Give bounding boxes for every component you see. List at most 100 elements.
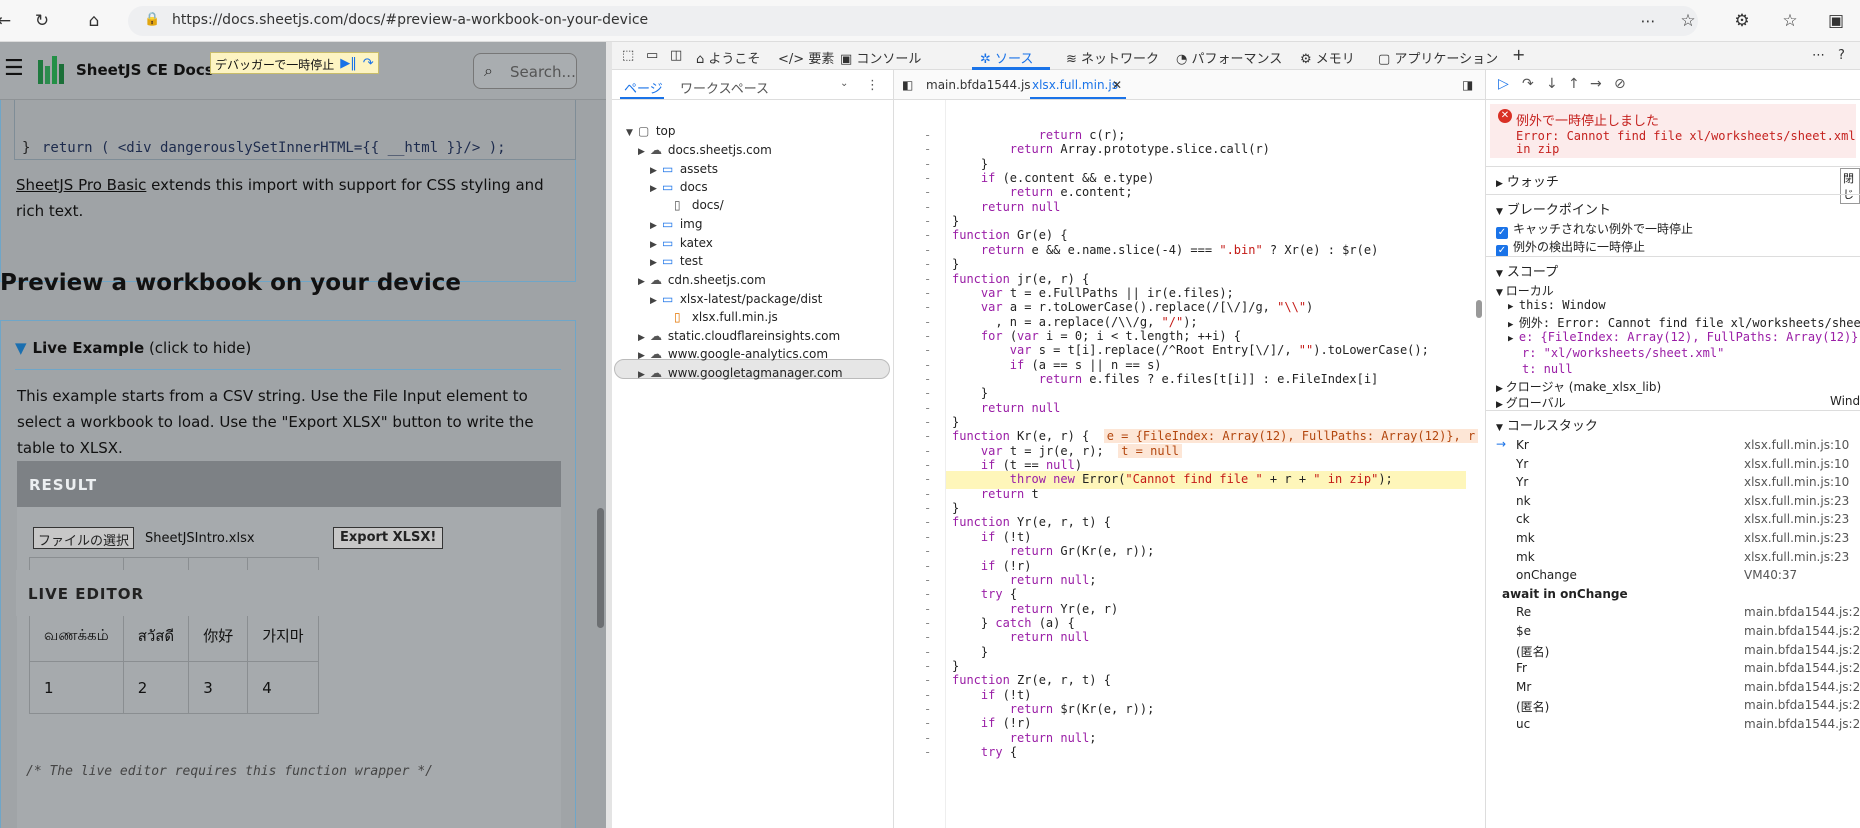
tab-page[interactable]: ページ: [624, 82, 663, 97]
search-input[interactable]: ⌕ Search...: [473, 53, 577, 89]
gutter-marker[interactable]: -: [924, 515, 932, 530]
tree-item-folder[interactable]: ▶▭ img: [650, 217, 703, 231]
gutter-marker[interactable]: -: [924, 429, 932, 444]
gutter-marker[interactable]: -: [924, 644, 932, 659]
gutter-marker[interactable]: -: [924, 314, 932, 329]
tab-workspace[interactable]: ワークスペース: [680, 82, 770, 97]
gutter-marker[interactable]: -: [924, 185, 932, 200]
code-line[interactable]: }: [952, 415, 960, 429]
gutter-marker[interactable]: -: [924, 630, 932, 645]
chevron-down-icon[interactable]: ⌄: [840, 78, 849, 89]
menu-icon[interactable]: ☰: [4, 56, 24, 81]
scope-closure[interactable]: ▶ クロージャ (make_xlsx_lib): [1496, 380, 1662, 394]
gutter-marker[interactable]: -: [924, 242, 932, 257]
gutter-marker[interactable]: -: [924, 328, 932, 343]
gutter-marker[interactable]: -: [924, 544, 932, 559]
code-line[interactable]: if (!t): [980, 529, 1032, 544]
gutter-marker[interactable]: -: [924, 228, 932, 243]
frame-location[interactable]: xlsx.full.min.js:10: [1744, 456, 1850, 471]
gutter-marker[interactable]: -: [924, 300, 932, 315]
code-line[interactable]: if (!r): [980, 716, 1032, 731]
scope-t[interactable]: t: null: [1522, 362, 1573, 376]
code-line[interactable]: var s = t[i].replace(/^Root Entry[\/]/, …: [1009, 343, 1429, 358]
devtools-splitter[interactable]: [606, 42, 612, 828]
scope-local[interactable]: ▼ ローカル: [1496, 284, 1554, 298]
reload-icon[interactable]: ↻: [34, 11, 50, 31]
gutter-marker[interactable]: -: [924, 415, 932, 429]
code-line[interactable]: return $r(Kr(e, r));: [1009, 702, 1155, 716]
gutter-marker[interactable]: -: [924, 271, 932, 286]
gutter-marker[interactable]: -: [924, 702, 932, 716]
tab-application[interactable]: ▢ アプリケーション: [1378, 52, 1499, 67]
frame-location[interactable]: main.bfda1544.js:2: [1744, 679, 1860, 694]
frame-location[interactable]: main.bfda1544.js:2: [1744, 642, 1860, 657]
page-scrollbar[interactable]: [597, 508, 604, 628]
code-line[interactable]: var t = jr(e, r); t = null: [952, 443, 1182, 461]
frame-location[interactable]: VM40:37: [1744, 568, 1798, 583]
pause-caught-checkbox[interactable]: ✓例外の検出時に一時停止: [1496, 240, 1646, 257]
gutter-marker[interactable]: -: [924, 128, 932, 142]
tree-item-domain[interactable]: ▶☁ www.google-analytics.com: [638, 347, 829, 361]
code-line[interactable]: return null;: [1009, 572, 1097, 587]
editor-scrollbar[interactable]: [1476, 124, 1484, 824]
more-icon[interactable]: ⋯: [1812, 48, 1825, 63]
code-line[interactable]: function jr(e, r) {: [952, 271, 1090, 286]
code-line[interactable]: try {: [980, 745, 1018, 760]
tab-elements[interactable]: </> 要素: [778, 52, 835, 67]
gutter-marker[interactable]: -: [924, 458, 932, 473]
step-icon[interactable]: →: [1590, 76, 1602, 92]
breakpoints-section[interactable]: ▼ブレークポイント: [1486, 194, 1860, 218]
code-line[interactable]: for (var i = 0; i < t.length; ++i) {: [980, 328, 1242, 343]
frame-location[interactable]: main.bfda1544.js:2: [1744, 605, 1860, 620]
favorites-icon[interactable]: ☆: [1782, 11, 1798, 31]
code-line[interactable]: function Yr(e, r, t) {: [952, 515, 1111, 530]
gutter-marker[interactable]: -: [924, 343, 932, 358]
frame-location[interactable]: main.bfda1544.js:2: [1744, 698, 1860, 713]
gutter-marker[interactable]: -: [924, 400, 932, 415]
scope-global[interactable]: ▶ グローバル: [1496, 396, 1566, 410]
code-line[interactable]: try {: [980, 587, 1018, 602]
gutter-marker[interactable]: -: [924, 658, 932, 673]
frame-location[interactable]: main.bfda1544.js:2: [1744, 624, 1860, 638]
code-line[interactable]: if (!r): [980, 558, 1032, 573]
tree-item-folder[interactable]: ▶▭ docs: [650, 180, 708, 194]
line-gutter[interactable]: [894, 100, 946, 828]
frame-location[interactable]: xlsx.full.min.js:10: [1744, 475, 1850, 490]
gutter-marker[interactable]: -: [924, 572, 932, 587]
toggle-debugger-icon[interactable]: ◨: [1462, 78, 1474, 92]
inspect-icon[interactable]: ⬚: [622, 48, 635, 63]
tab-performance[interactable]: ◔ パフォーマンス: [1176, 52, 1283, 67]
sheetjs-logo-icon[interactable]: [36, 54, 68, 86]
back-icon[interactable]: ←: [0, 11, 12, 31]
code-line[interactable]: function Zr(e, r, t) {: [952, 673, 1111, 688]
code-line[interactable]: var t = e.FullPaths || ir(e.files);: [980, 285, 1234, 300]
resume-icon[interactable]: ▶‖: [340, 56, 357, 71]
step-over-icon[interactable]: ↷: [1522, 76, 1534, 92]
gutter-marker[interactable]: -: [924, 558, 932, 573]
code-line[interactable]: var a = r.toLowerCase().replace(/[\/]/g,…: [980, 300, 1314, 315]
tree-item-domain[interactable]: ▶☁ static.cloudflareinsights.com: [638, 329, 841, 343]
code-line[interactable]: throw new Error("Cannot find file " + r …: [1009, 472, 1393, 487]
reader-icon[interactable]: ⋯: [1640, 12, 1656, 30]
code-line[interactable]: if (!t): [980, 687, 1032, 702]
resume-icon[interactable]: ▷: [1498, 76, 1509, 92]
more-vert-icon[interactable]: ⋮: [866, 78, 879, 93]
code-line[interactable]: , n = a.replace(/\\/g, "/");: [952, 314, 1198, 329]
gutter-marker[interactable]: -: [924, 501, 932, 516]
pro-link[interactable]: SheetJS Pro Basic: [16, 176, 147, 194]
home-icon[interactable]: ⌂: [88, 11, 100, 31]
code-line[interactable]: return e.content;: [1009, 185, 1133, 200]
help-icon[interactable]: ?: [1838, 48, 1845, 63]
gutter-marker[interactable]: -: [924, 587, 932, 602]
step-into-icon[interactable]: ↓: [1546, 76, 1558, 92]
code-line[interactable]: function Kr(e, r) { e = {FileIndex: Arra…: [952, 429, 1479, 446]
code-line[interactable]: return e.files ? e.files[t[i]] : e.FileI…: [1038, 371, 1379, 386]
code-line[interactable]: }: [952, 386, 989, 401]
gutter-marker[interactable]: -: [924, 615, 932, 630]
